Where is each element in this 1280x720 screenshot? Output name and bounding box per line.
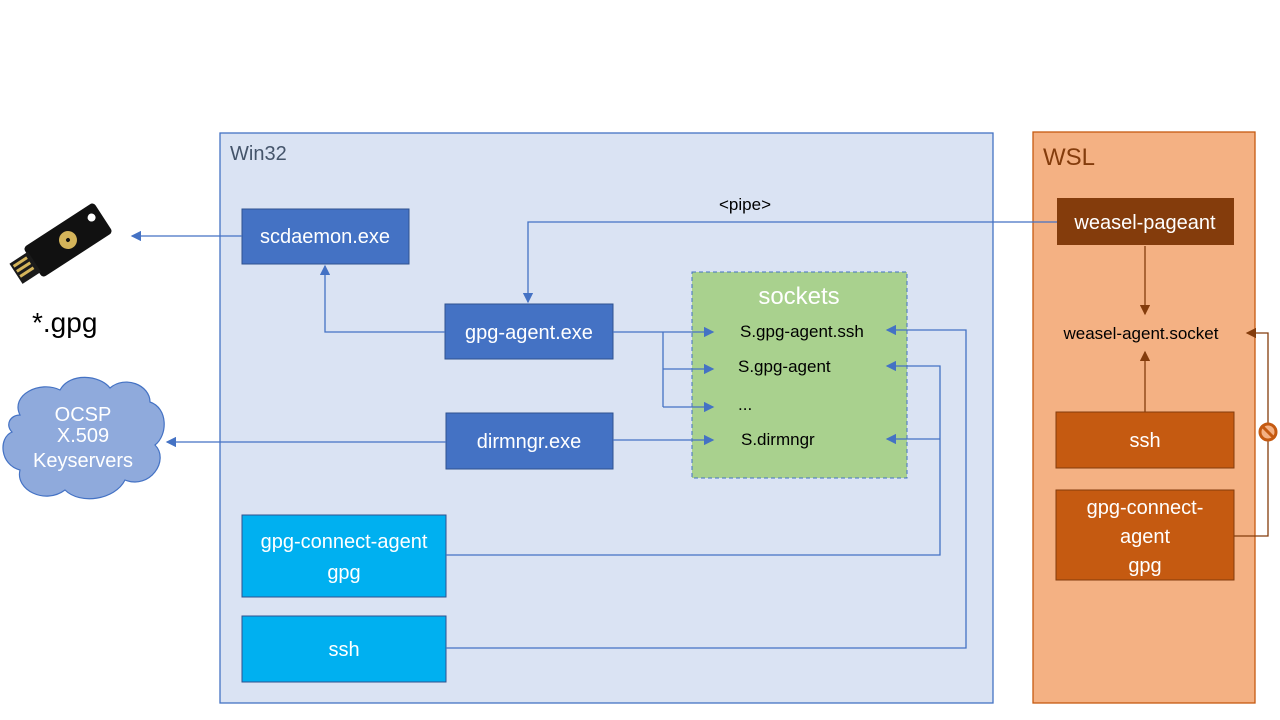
gpg-agent-label: gpg-agent.exe bbox=[465, 322, 593, 344]
weasel-pageant-box: weasel-pageant bbox=[1057, 198, 1234, 245]
ssh-to-ssh-socket-arrow bbox=[446, 324, 967, 649]
socket-gpg-agent-ssh: S.gpg-agent.ssh bbox=[740, 322, 864, 341]
cloud-line-3: Keyservers bbox=[33, 450, 133, 472]
weasel-agent-socket: weasel-agent.socket bbox=[1063, 324, 1219, 343]
wsl-ssh-label: ssh bbox=[1129, 430, 1160, 452]
gca-to-agent-socket-arrow bbox=[446, 360, 941, 556]
gpg-connect-agent-box: gpg-connect-agent gpg bbox=[241, 514, 447, 598]
gpg-agent-box: gpg-agent.exe bbox=[444, 303, 614, 360]
connectors bbox=[130, 221, 1057, 649]
wsl-ssh-box: ssh bbox=[1055, 411, 1235, 469]
ssh-box: ssh bbox=[241, 615, 447, 683]
weasel-pageant-label: weasel-pageant bbox=[1073, 212, 1216, 234]
wsl-gca-line-1: gpg-connect- bbox=[1087, 497, 1204, 519]
scdaemon-label: scdaemon.exe bbox=[260, 226, 390, 248]
agent-to-socket-arrow bbox=[662, 332, 713, 407]
wsl-gpg-connect-agent-box: gpg-connect- agent gpg bbox=[1055, 489, 1235, 581]
gpg-label: gpg bbox=[327, 562, 360, 584]
agent-to-scdaemon-arrow bbox=[319, 264, 445, 333]
win32-title: Win32 bbox=[230, 143, 287, 165]
wsl-gca-line-3: gpg bbox=[1128, 555, 1161, 577]
sockets-group: sockets S.gpg-agent.ssh S.gpg-agent ... … bbox=[691, 271, 908, 479]
yubikey-icon bbox=[9, 203, 112, 284]
socket-more: ... bbox=[738, 395, 752, 414]
cloud-line-2: X.509 bbox=[57, 425, 109, 447]
dirmngr-label: dirmngr.exe bbox=[477, 431, 582, 453]
gpg-connect-agent-label: gpg-connect-agent bbox=[261, 531, 428, 553]
sockets-title: sockets bbox=[758, 283, 839, 310]
scdaemon-box: scdaemon.exe bbox=[241, 208, 410, 265]
dirmngr-box: dirmngr.exe bbox=[445, 412, 614, 470]
gpg-files-label: *.gpg bbox=[32, 307, 97, 338]
ssh-label: ssh bbox=[328, 639, 359, 661]
wsl-connectors bbox=[1139, 246, 1278, 537]
prohibited-icon bbox=[1258, 422, 1278, 442]
cloud-icon: OCSP X.509 Keyservers bbox=[2, 376, 165, 500]
wsl-title: WSL bbox=[1043, 144, 1095, 171]
pipe-arrow bbox=[522, 221, 1057, 304]
wsl-gca-line-2: agent bbox=[1120, 526, 1170, 548]
socket-gpg-agent: S.gpg-agent bbox=[738, 357, 831, 376]
cloud-line-1: OCSP bbox=[55, 404, 112, 426]
socket-dirmngr: S.dirmngr bbox=[741, 430, 815, 449]
pipe-label: <pipe> bbox=[719, 195, 771, 214]
